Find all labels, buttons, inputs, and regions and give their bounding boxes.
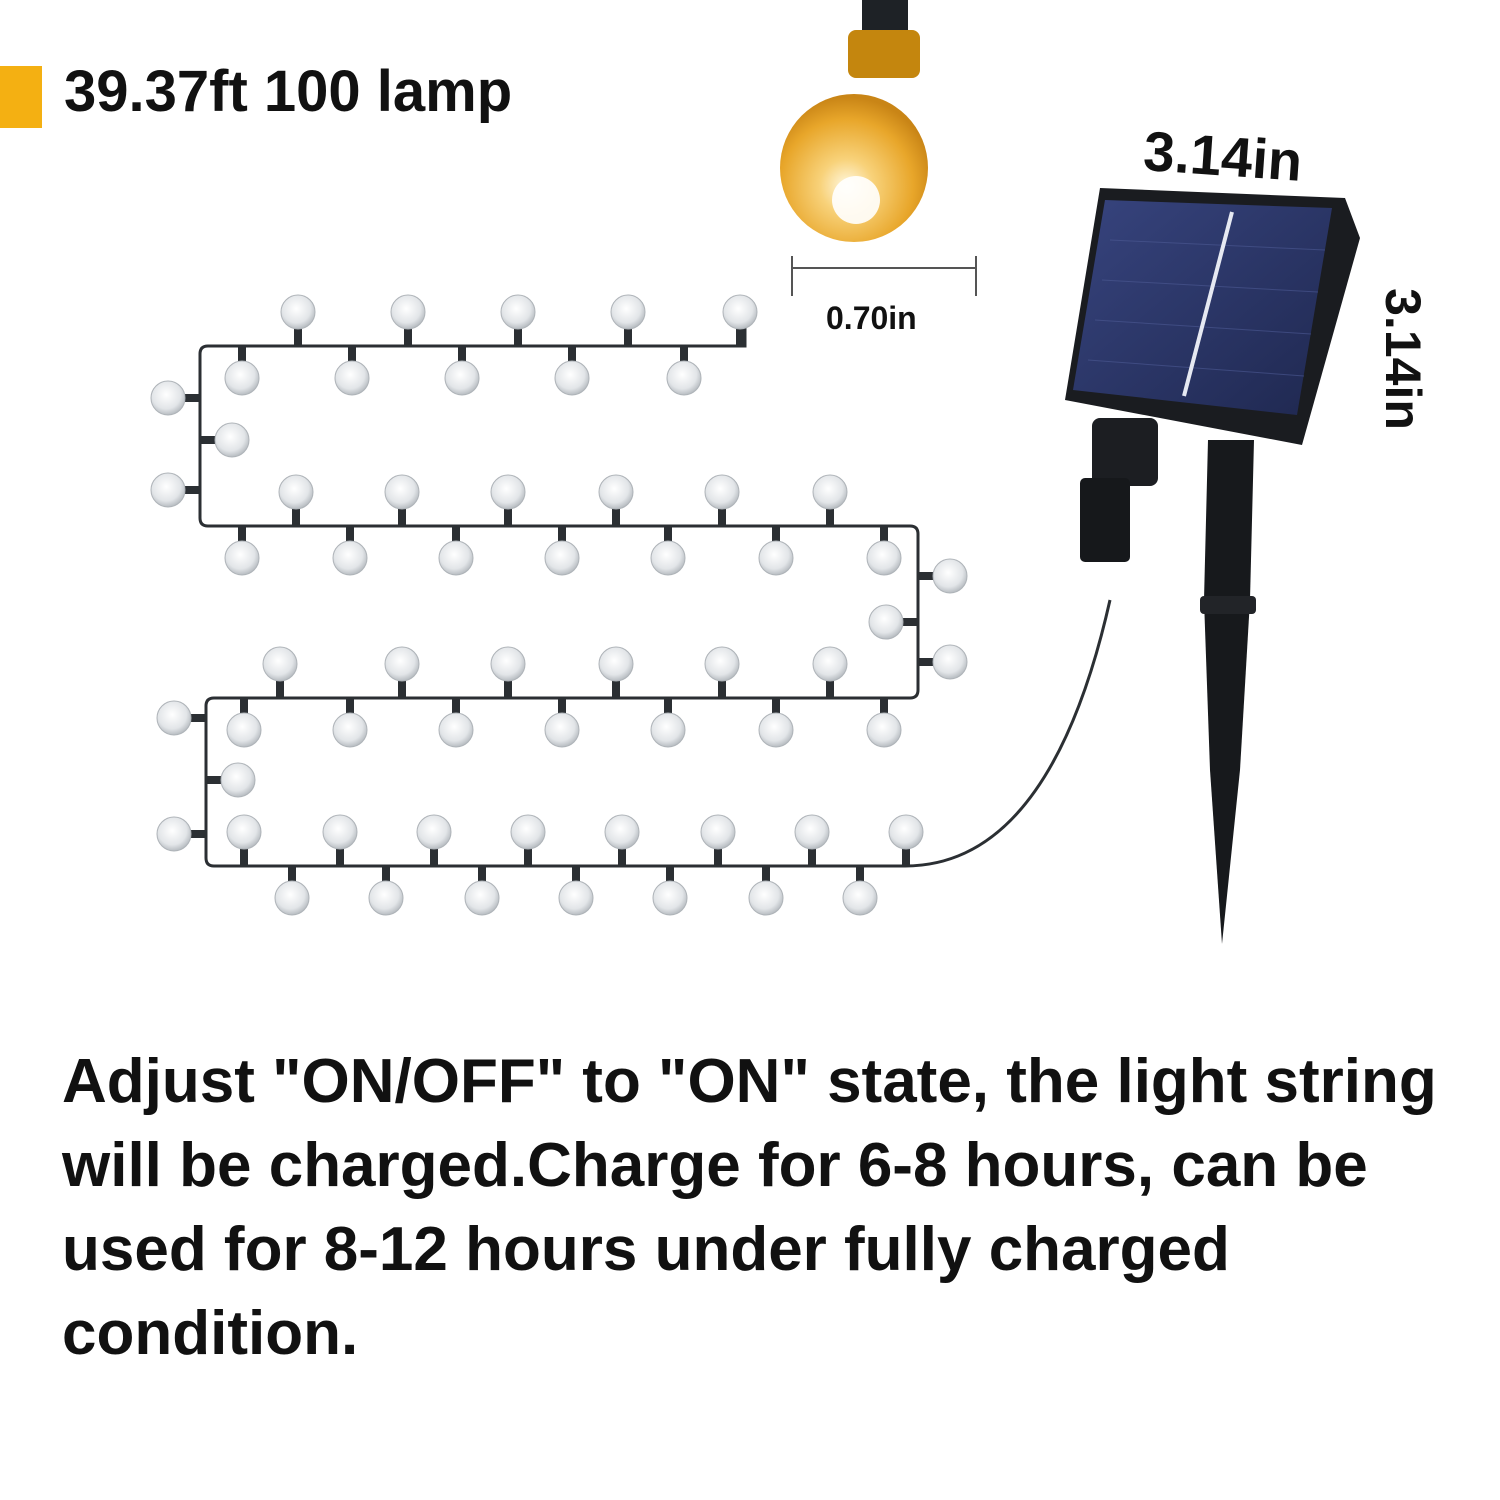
charging-instructions: Adjust "ON/OFF" to "ON" state, the light… [62,1047,1437,1368]
clear-bulb-icon [598,474,634,526]
clear-bulb-icon [384,646,420,698]
clear-bulb-icon [278,474,314,526]
clear-bulb-icon [558,866,594,916]
clear-bulb-icon [224,526,260,576]
clear-bulb-icon [464,866,500,916]
clear-bulb-icon [652,866,688,916]
clear-bulb-icon [384,474,420,526]
clear-bulb-icon [866,698,902,748]
clear-bulb-icon [200,422,250,458]
clear-bulb-icon [868,604,918,640]
clear-bulb-icon [368,866,404,916]
clear-bulb-icon [224,346,260,396]
clear-bulb-icon [748,866,784,916]
clear-bulb-icon [490,474,526,526]
clear-bulb-icon [334,346,370,396]
clear-bulb-icon [262,646,298,698]
clear-bulb-icon [544,698,580,748]
product-illustration [150,0,1360,944]
clear-bulb-icon [438,698,474,748]
clear-bulb-icon [206,762,256,798]
bulb-row-group [150,294,968,916]
clear-bulb-icon [274,866,310,916]
clear-bulb-icon [226,698,262,748]
clear-bulb-icon [610,294,646,346]
clear-bulb-icon [150,472,200,508]
clear-bulb-icon [332,526,368,576]
panel-height-label: 3.14in [1374,288,1431,430]
clear-bulb-icon [918,644,968,680]
clear-bulb-icon [510,814,546,866]
clear-bulb-icon [704,474,740,526]
clear-bulb-icon [156,816,206,852]
solar-panel-icon [1065,188,1360,562]
clear-bulb-icon [226,814,262,866]
clear-bulb-icon [438,526,474,576]
clear-bulb-icon [812,474,848,526]
clear-bulb-icon [650,526,686,576]
clear-bulb-icon [866,526,902,576]
clear-bulb-icon [332,698,368,748]
clear-bulb-icon [700,814,736,866]
clear-bulb-icon [758,526,794,576]
clear-bulb-icon [554,346,590,396]
clear-bulb-icon [156,700,206,736]
bulb-dimension-line [791,256,977,296]
page-title: 39.37ft 100 lamp [64,59,513,124]
clear-bulb-icon [416,814,452,866]
clear-bulb-icon [500,294,536,346]
clear-bulb-icon [666,346,702,396]
clear-bulb-icon [812,646,848,698]
accent-bar [0,66,42,128]
panel-width-label: 3.14in [1141,118,1305,193]
clear-bulb-icon [794,814,830,866]
clear-bulb-icon [704,646,740,698]
clear-bulb-icon [888,814,924,866]
clear-bulb-icon [150,380,200,416]
lit-bulb-icon [780,0,928,242]
clear-bulb-icon [280,294,316,346]
ground-stake-icon [1200,440,1256,944]
clear-bulb-icon [444,346,480,396]
clear-bulb-icon [490,646,526,698]
clear-bulb-icon [842,866,878,916]
light-string-icon [150,294,1112,916]
clear-bulb-icon [598,646,634,698]
clear-bulb-icon [650,698,686,748]
clear-bulb-icon [758,698,794,748]
clear-bulb-icon [918,558,968,594]
clear-bulb-icon [544,526,580,576]
clear-bulb-icon [390,294,426,346]
bulb-diameter-label: 0.70in [826,300,917,336]
clear-bulb-icon [322,814,358,866]
clear-bulb-icon [722,294,758,346]
clear-bulb-icon [604,814,640,866]
